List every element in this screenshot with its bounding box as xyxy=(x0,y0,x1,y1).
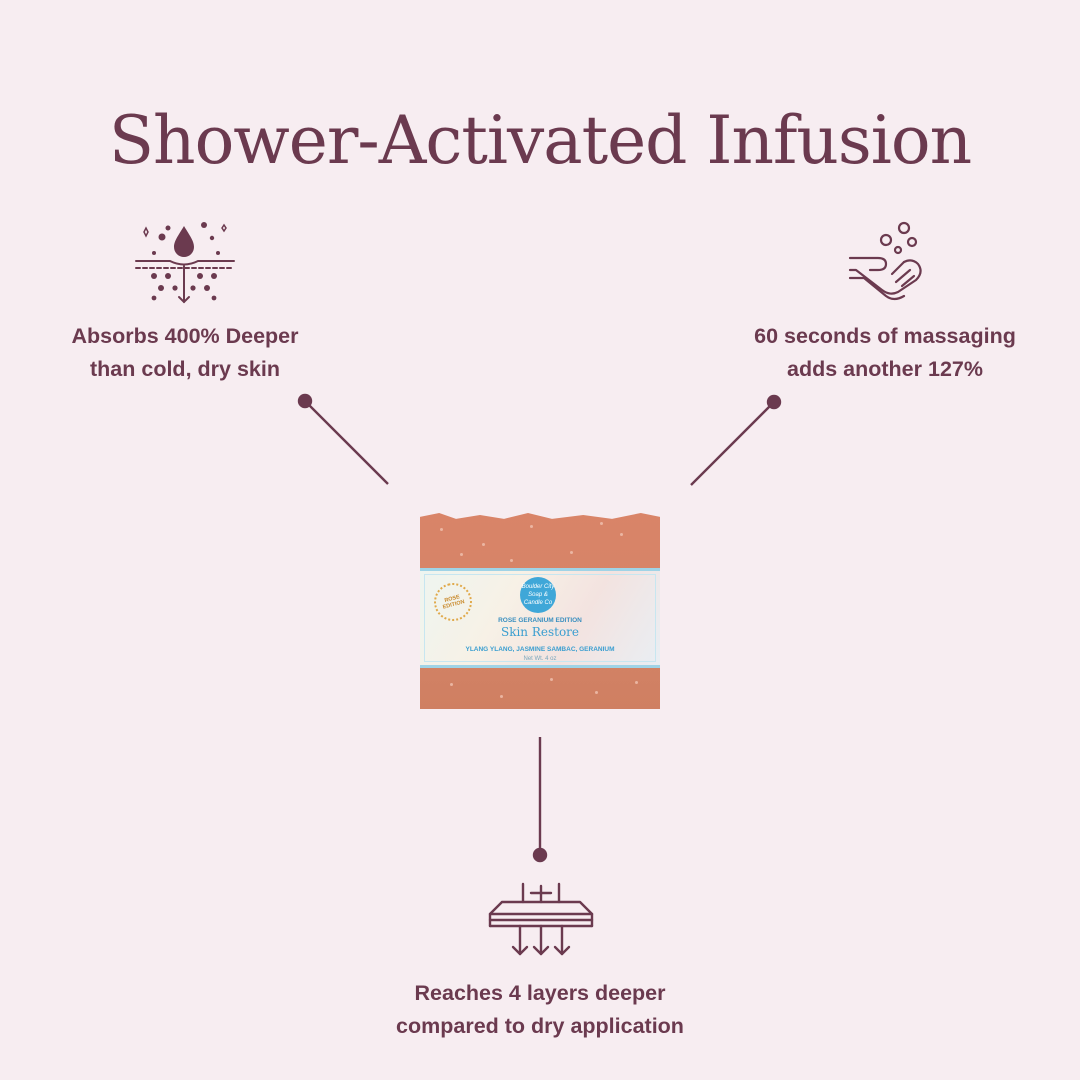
brand-logo: Boulder City Soap & Candle Co xyxy=(520,577,556,613)
product-net-weight: Net Wt. 4 oz xyxy=(523,656,557,662)
hand-washing-bubbles-icon xyxy=(846,220,926,310)
benefit-line: compared to dry application xyxy=(396,1014,684,1038)
benefit-absorption-text: Absorbs 400% Deeper than cold, dry skin xyxy=(40,320,330,386)
page-title: Shower-Activated Infusion xyxy=(108,102,972,180)
benefit-line: adds another 127% xyxy=(787,357,983,381)
benefit-massage-text: 60 seconds of massaging adds another 127… xyxy=(720,320,1050,386)
benefit-line: than cold, dry skin xyxy=(90,357,280,381)
benefit-line: 60 seconds of massaging xyxy=(754,324,1016,348)
product-ingredients: YLANG YLANG, JASMINE SAMBAC, GERANIUM xyxy=(465,646,615,653)
skin-layers-penetration-icon xyxy=(486,880,596,962)
benefit-line: Absorbs 400% Deeper xyxy=(71,324,299,348)
product-name: Skin Restore xyxy=(500,625,580,639)
soap-label: ROSE EDITION Boulder City Soap & Candle … xyxy=(420,568,660,668)
benefit-line: Reaches 4 layers deeper xyxy=(414,981,666,1005)
soap-bar-image: ROSE EDITION Boulder City Soap & Candle … xyxy=(420,513,660,709)
skin-absorption-droplet-icon xyxy=(134,218,238,308)
benefit-layers-text: Reaches 4 layers deeper compared to dry … xyxy=(340,977,740,1043)
product-edition: ROSE GERANIUM EDITION xyxy=(498,617,582,624)
